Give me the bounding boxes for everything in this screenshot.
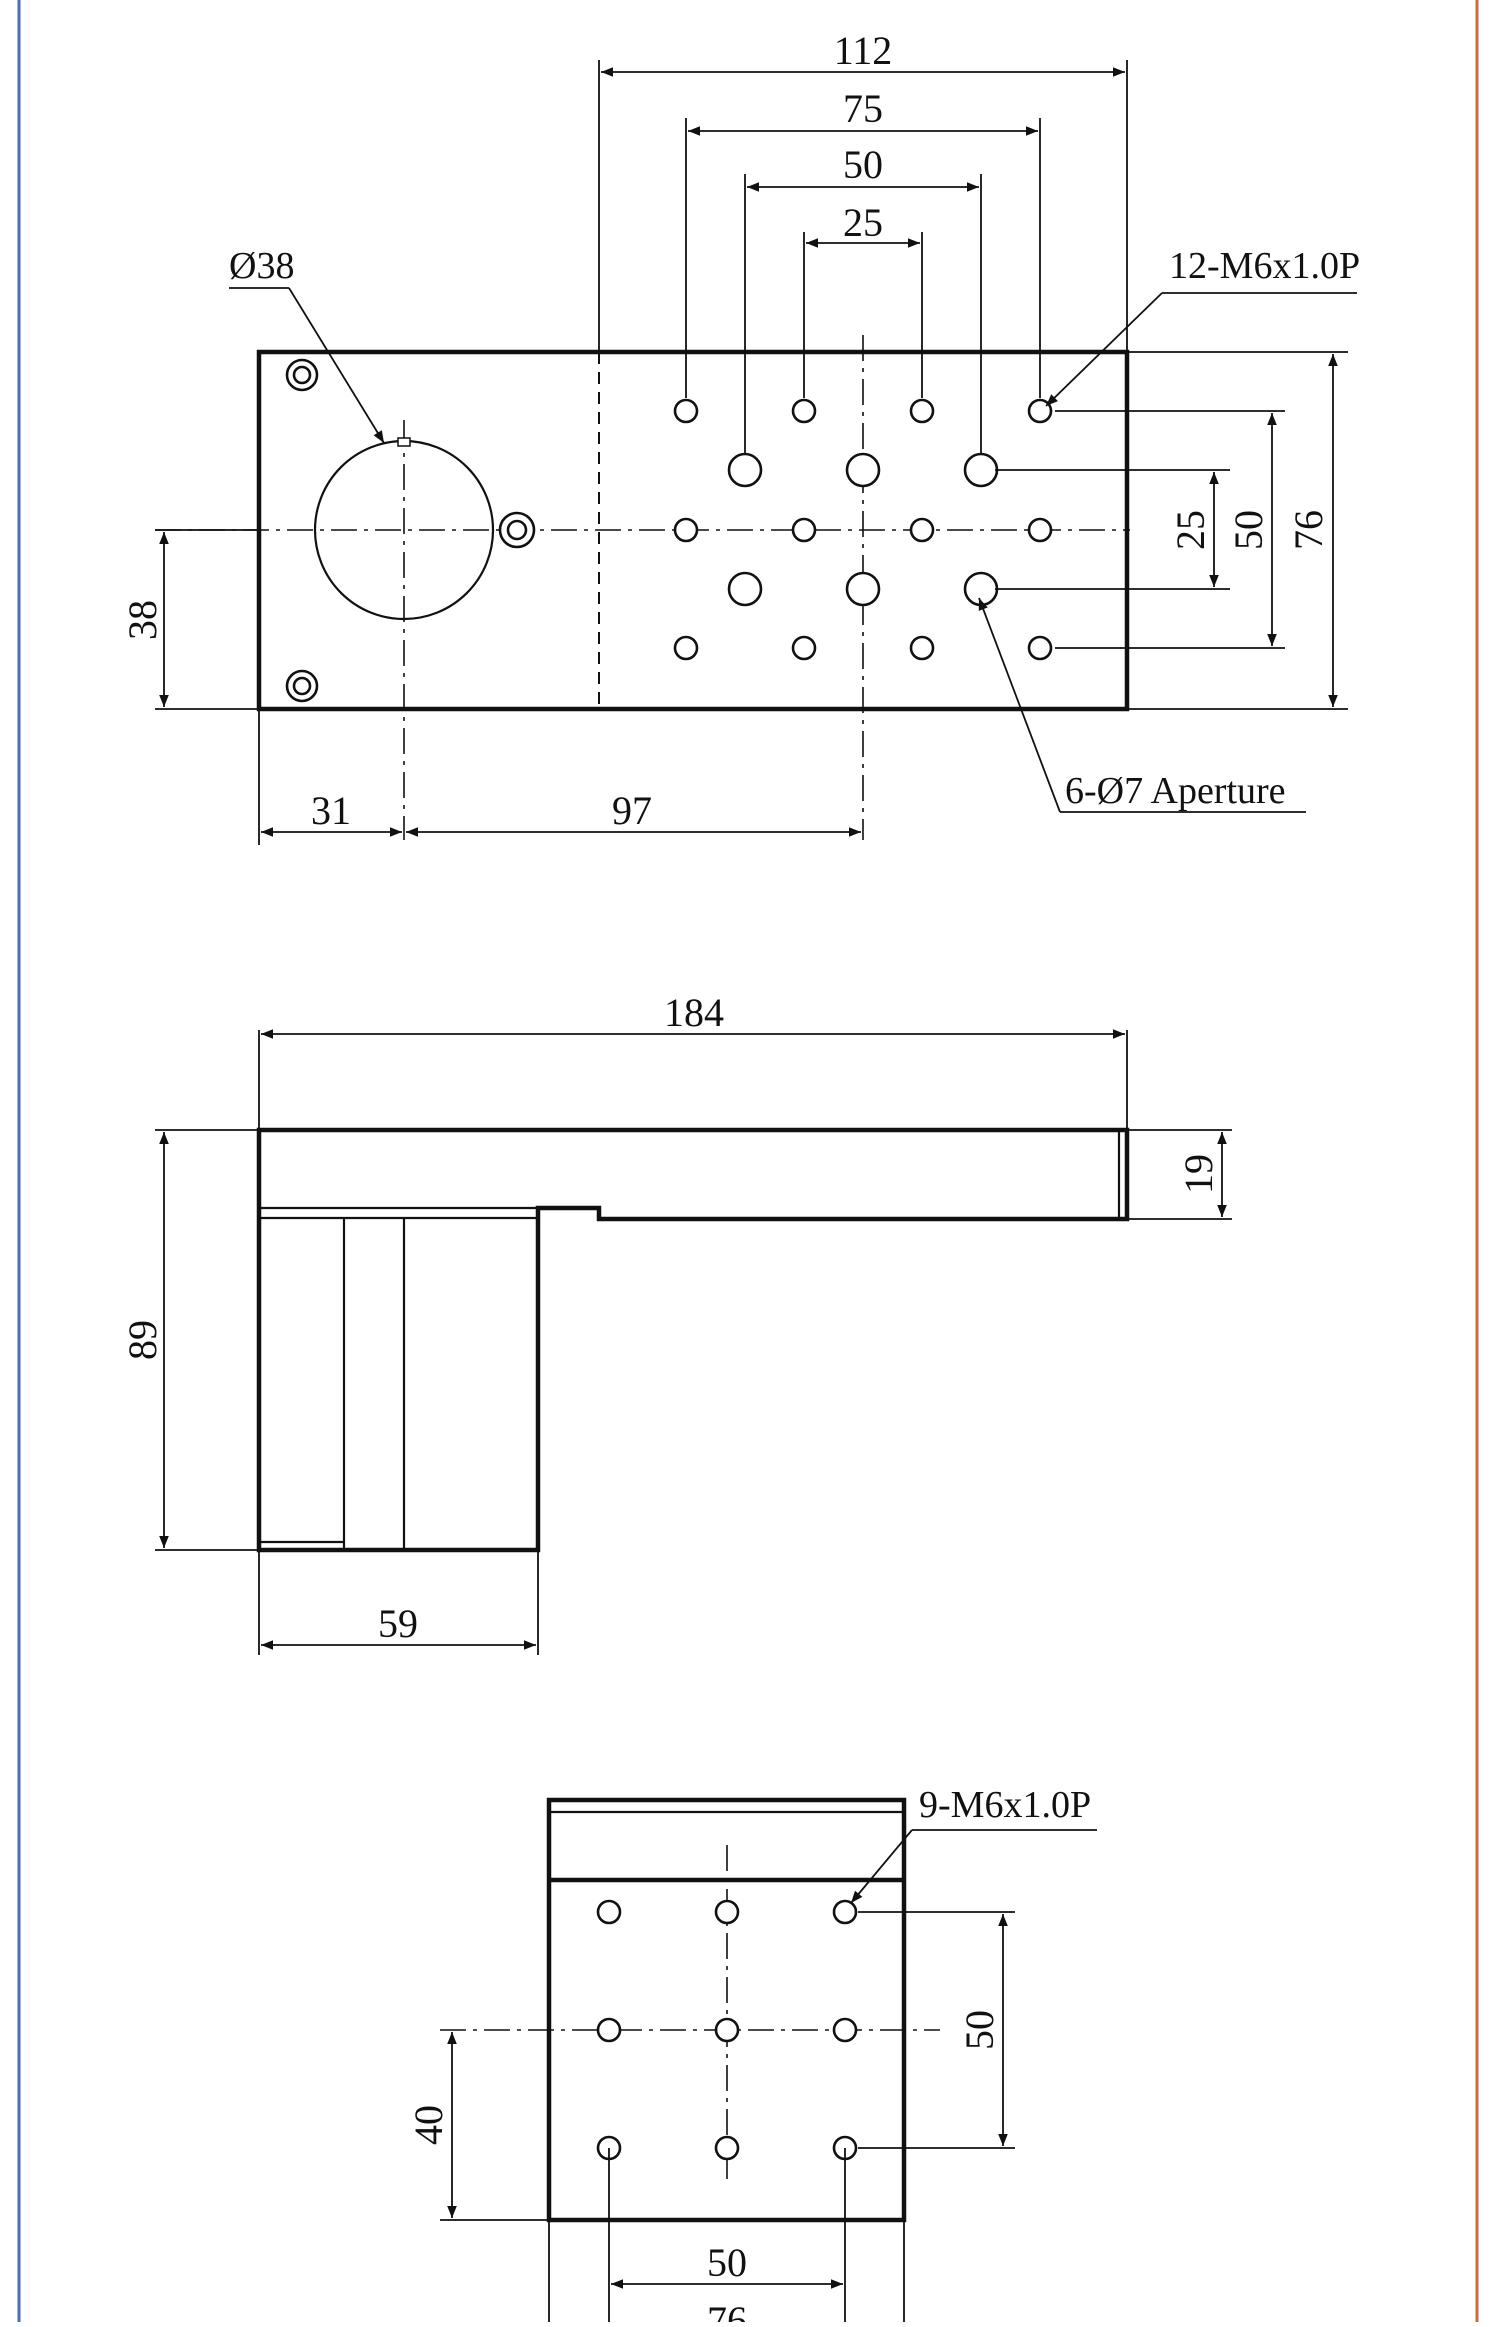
aperture-hole-7 — [845, 571, 881, 607]
screw-head-icon — [285, 358, 319, 392]
aperture-label: 6-Ø7 Aperture — [1065, 770, 1286, 812]
aperture-hole-7 — [845, 452, 881, 488]
tapped-hole-m6 — [791, 398, 817, 424]
bottom-view: 9-M6x1.0P 50 40 50 76 — [406, 1784, 1097, 2327]
dim-text-76: 76 — [1286, 510, 1331, 550]
bottom-tapped-hole-m6 — [714, 1899, 740, 1925]
dim-text-31: 31 — [311, 788, 351, 833]
dim-text-97: 97 — [612, 788, 652, 833]
tapped-hole-m6 — [791, 635, 817, 661]
tapped-hole-m6 — [909, 517, 935, 543]
dim-text-50-vertical: 50 — [1226, 510, 1271, 550]
tapped-hole-m6 — [1027, 398, 1053, 424]
bottom-dim-text-50-horizontal: 50 — [707, 2240, 747, 2285]
top-view-hole-pattern — [673, 398, 1053, 661]
tapped-holes-label: 12-M6x1.0P — [1169, 245, 1360, 287]
bottom-tapped-hole-m6 — [714, 2135, 740, 2161]
tapped-hole-m6 — [673, 398, 699, 424]
bore-leader — [288, 287, 385, 444]
dim-text-112: 112 — [834, 28, 893, 73]
dim-text-25: 25 — [843, 200, 883, 245]
tapped-hole-m6 — [909, 635, 935, 661]
bottom-tapped-hole-m6 — [596, 2017, 622, 2043]
aperture-leader — [978, 597, 1061, 813]
tapped-hole-m6 — [909, 398, 935, 424]
tapped-holes-leader — [1045, 292, 1163, 407]
bottom-tapped-holes-leader — [850, 1829, 913, 1904]
bottom-view-outline — [546, 1797, 907, 2223]
tapped-hole-m6 — [673, 517, 699, 543]
bottom-tapped-hole-m6 — [832, 2017, 858, 2043]
bottom-dim-text-76: 76 — [707, 2298, 747, 2322]
tapped-hole-m6 — [1027, 517, 1053, 543]
bottom-tapped-hole-m6 — [596, 1899, 622, 1925]
bottom-dim-text-50-vertical: 50 — [957, 2010, 1002, 2050]
aperture-hole-7 — [963, 571, 999, 607]
dim-text-19: 19 — [1176, 1154, 1221, 1194]
bottom-tapped-hole-m6 — [832, 1899, 858, 1925]
side-view-outline — [256, 1127, 1130, 1553]
dim-text-184: 184 — [664, 990, 724, 1035]
top-view: 112 75 50 25 Ø38 12-M6x1.0P 6-Ø7 Apertur… — [120, 28, 1360, 845]
dim-text-75: 75 — [843, 86, 883, 131]
bore-label: Ø38 — [229, 245, 294, 287]
side-view: 184 19 89 59 — [120, 990, 1232, 1655]
bottom-tapped-hole-m6 — [714, 2017, 740, 2043]
dim-text-50: 50 — [843, 142, 883, 187]
dim-text-89: 89 — [120, 1320, 165, 1360]
tapped-hole-m6 — [673, 635, 699, 661]
aperture-hole-7 — [727, 452, 763, 488]
tapped-hole-m6 — [1027, 635, 1053, 661]
aperture-hole-7 — [963, 452, 999, 488]
aperture-hole-7 — [727, 571, 763, 607]
lock-screw-icon — [498, 511, 536, 549]
bore-key-notch — [397, 437, 411, 447]
bottom-dim-text-40: 40 — [406, 2105, 451, 2145]
screw-head-icon — [285, 669, 319, 703]
bottom-view-hole-pattern — [596, 1899, 858, 2161]
tapped-hole-m6 — [791, 517, 817, 543]
dim-text-38: 38 — [120, 600, 165, 640]
dim-text-25-vertical: 25 — [1168, 510, 1213, 550]
bottom-tapped-holes-label: 9-M6x1.0P — [919, 1784, 1091, 1826]
dim-text-59: 59 — [378, 1601, 418, 1646]
